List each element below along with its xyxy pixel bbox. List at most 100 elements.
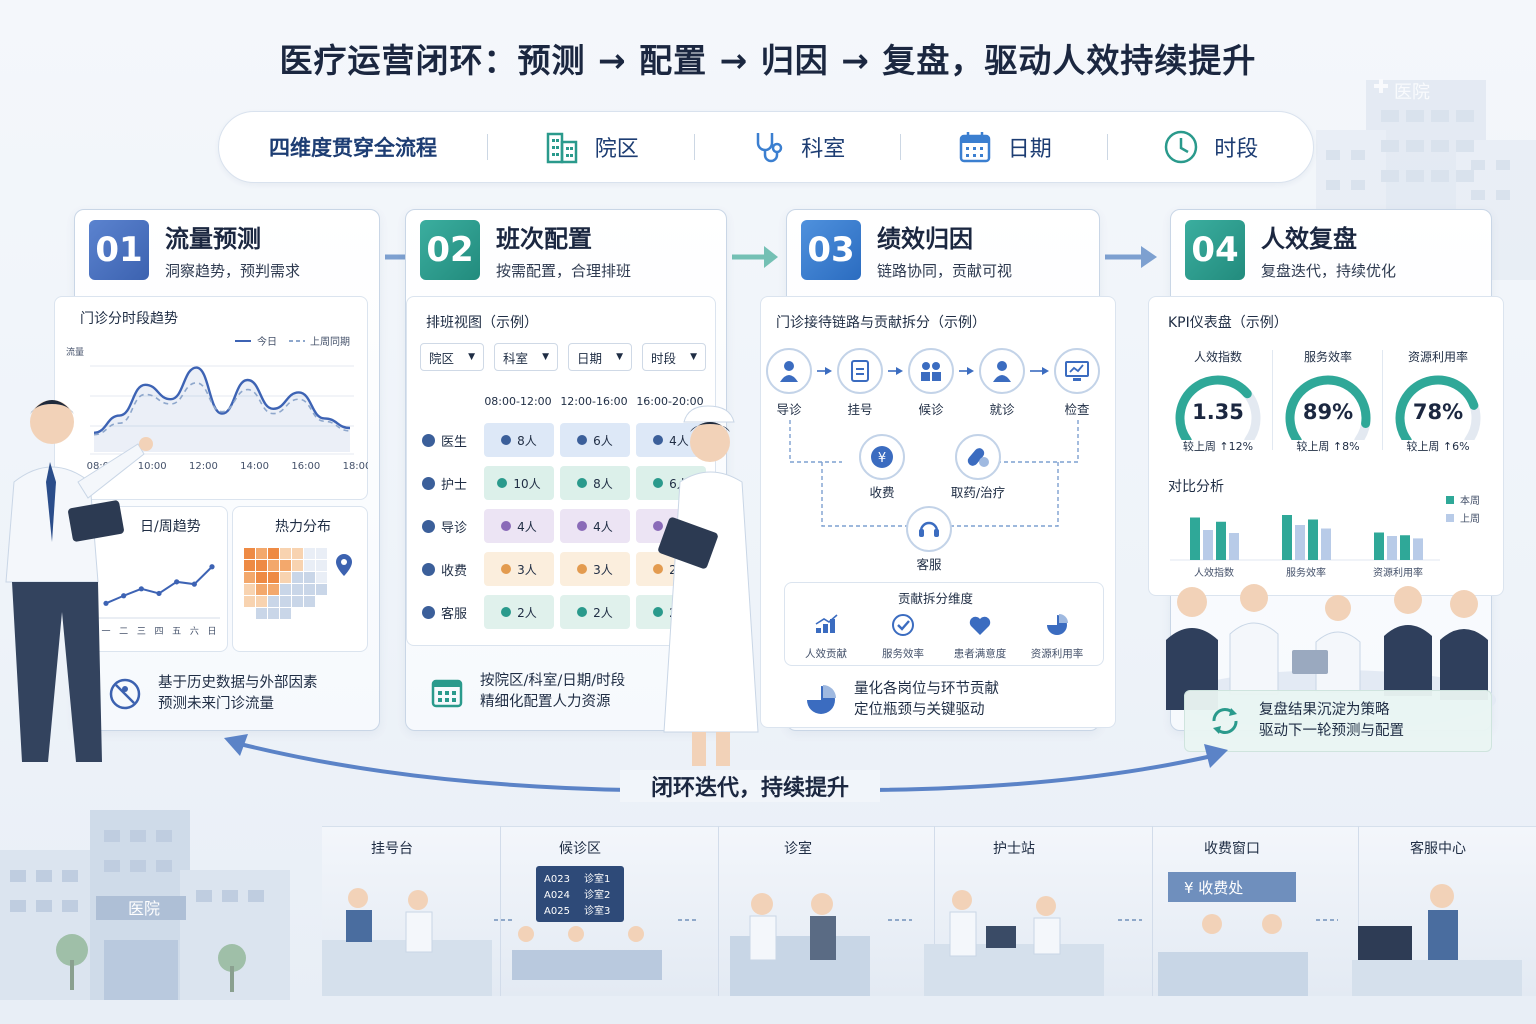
- legend-last-week: 上周: [1460, 513, 1480, 525]
- filter-campus[interactable]: 院区▼: [420, 343, 484, 371]
- compare-bar: [1321, 528, 1331, 560]
- schedule-cell[interactable]: 6人: [560, 423, 630, 457]
- gauge-value: 78%: [1412, 400, 1464, 424]
- staff-count: 4人: [517, 519, 537, 534]
- calendar-icon: [959, 132, 990, 163]
- week-tick-label: 日: [207, 626, 216, 637]
- contribution-dimension-label: 资源利用率: [1030, 648, 1084, 660]
- check-gauge-icon: [892, 614, 914, 636]
- divider: [500, 826, 501, 996]
- schedule-role: 收费: [422, 560, 480, 579]
- week-trend-chart: 一二三四五六日: [96, 564, 220, 637]
- note-line: 精细化配置人力资源: [480, 694, 611, 710]
- schedule-cell[interactable]: 3人: [484, 552, 554, 586]
- dimension-time-slot: 时段: [1108, 128, 1314, 166]
- chain-node-2: [837, 348, 883, 394]
- doctor-icon: [993, 361, 1011, 382]
- note-line: 定位瓶颈与关键驱动: [854, 702, 985, 718]
- heatmap-cell: [304, 596, 315, 607]
- step-subtitle: 按需配置，合理排班: [496, 262, 632, 280]
- user-icon: [780, 361, 798, 382]
- doctor-presenter-illustration: [5, 400, 153, 762]
- heatmap-cell: [292, 548, 303, 559]
- compare-title: 对比分析: [1168, 479, 1224, 495]
- heatmap-title: 热力分布: [275, 519, 331, 535]
- chain-arrow-head: [896, 367, 903, 375]
- week-tick-label: 一: [101, 627, 110, 637]
- schedule-role: 医生: [422, 431, 480, 450]
- week-tick-label: 五: [172, 627, 181, 637]
- heatmap-cell: [256, 560, 267, 571]
- person-icon: [422, 520, 435, 533]
- gauge-ring: [1395, 375, 1481, 440]
- step-number: 01: [89, 220, 149, 280]
- building-icon: [546, 132, 577, 164]
- schedule-cell[interactable]: 8人: [484, 423, 554, 457]
- chain-arrow-head: [1042, 367, 1049, 375]
- note-line: 预测未来门诊流量: [158, 696, 274, 712]
- page-title: 医疗运营闭环：预测 → 配置 → 归因 → 复盘，驱动人效持续提升: [279, 41, 1257, 80]
- chain-node-label: 就诊: [989, 402, 1015, 417]
- heatmap-cell: [256, 584, 267, 595]
- schedule-cell[interactable]: 2人: [484, 595, 554, 629]
- staff-count: 4人: [669, 433, 689, 448]
- heatmap-cell: [280, 608, 291, 619]
- staff-count: 8人: [517, 433, 537, 448]
- queue-number: A025: [544, 906, 570, 917]
- users-icon: [921, 362, 941, 381]
- schedule-note: 按院区/科室/日期/时段精细化配置人力资源: [424, 664, 714, 720]
- queue-room: 诊室1: [584, 872, 610, 885]
- divider: [1382, 350, 1383, 450]
- branch-node-label: 收费: [869, 485, 895, 500]
- person-icon: [501, 607, 512, 617]
- heatmap-cell: [316, 584, 327, 595]
- person-icon: [653, 435, 664, 445]
- heatmap-cell: [244, 596, 255, 607]
- chain-node-label: 挂号: [847, 402, 873, 417]
- person-icon: [653, 521, 664, 531]
- chain-node-4: [979, 348, 1025, 394]
- compare-bar: [1229, 533, 1239, 560]
- series-area: [94, 367, 350, 452]
- stethoscope-icon: [756, 133, 783, 163]
- person-icon: [653, 564, 664, 574]
- branch-node-2: [955, 434, 1001, 480]
- step-header: 04 人效复盘 复盘迭代，持续优化: [1185, 210, 1396, 290]
- compare-bar-chart: 本周 上周 人效指数服务效率资源利用率: [1170, 494, 1480, 579]
- schedule-cell[interactable]: 4人: [560, 509, 630, 543]
- legend-this-week: 本周: [1460, 494, 1480, 507]
- heatmap-cell: [280, 548, 291, 559]
- chain-arrow-head: [967, 367, 974, 375]
- series-line-last-week: [93, 382, 351, 436]
- pie-chart-icon: [807, 685, 836, 714]
- filter-time-slot[interactable]: 时段▼: [642, 343, 706, 371]
- slot-header: 08:00-12:00: [484, 395, 552, 408]
- step-header: 03 绩效归因 链路协同，贡献可视: [801, 210, 1012, 290]
- nurse-illustration: [658, 405, 759, 766]
- contribution-dimensions-title: 贡献拆分维度: [898, 591, 974, 606]
- calendar-grid-icon: [431, 679, 463, 708]
- gauge-fill: [1285, 375, 1371, 440]
- filter-department[interactable]: 科室▼: [494, 343, 558, 371]
- schedule-cell[interactable]: 8人: [560, 466, 630, 500]
- dimensions-bar: 四维度贯穿全流程 院区 科室 日期 时段: [218, 111, 1314, 183]
- schedule-cell[interactable]: 2人: [560, 595, 630, 629]
- chain-node-3: [908, 348, 954, 394]
- contribution-dimension-label: 患者满意度: [953, 648, 1007, 660]
- divider: [693, 134, 695, 160]
- schedule-cell[interactable]: 10人: [484, 466, 554, 500]
- hospital-sign-bottom: 医院: [128, 899, 160, 918]
- heatmap-cell: [268, 596, 279, 607]
- legend-last-week: 上周同期: [310, 336, 350, 348]
- compare-bar: [1216, 521, 1226, 560]
- staff-count: 8人: [593, 476, 613, 491]
- filter-date[interactable]: 日期▼: [568, 343, 632, 371]
- schedule-cell[interactable]: 3人: [560, 552, 630, 586]
- zone-label: 客服中心: [1410, 841, 1466, 857]
- schedule-cell[interactable]: 4人: [484, 509, 554, 543]
- schedule-role: 护士: [422, 474, 480, 493]
- heatmap-cell: [268, 572, 279, 583]
- chevron-down-icon: ▼: [542, 352, 549, 362]
- step-number: 04: [1185, 220, 1245, 280]
